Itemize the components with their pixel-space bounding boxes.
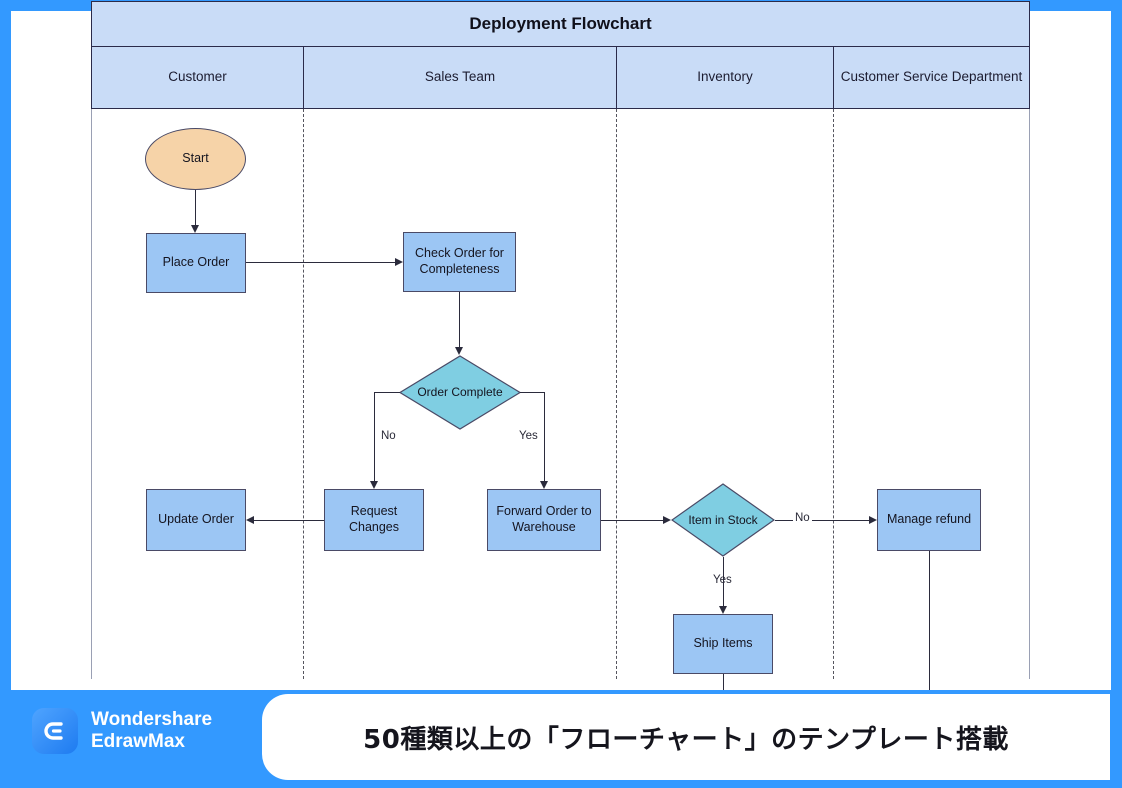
node-ship-items[interactable]: Ship Items (673, 614, 773, 674)
lane-header-customer-service[interactable]: Customer Service Department (840, 69, 1023, 85)
edge-check-order-to-order-complete (459, 292, 460, 347)
edge-order-complete-no-v (374, 392, 375, 481)
brand-lockup[interactable]: Wondershare EdrawMax (32, 708, 212, 754)
lane-divider-1 (303, 109, 304, 679)
node-order-complete-label: Order Complete (417, 385, 503, 399)
edge-label-order-complete-yes: Yes (519, 430, 538, 442)
arrowhead-right (395, 258, 403, 266)
decision-diamond-icon (399, 355, 521, 430)
brand-name: Wondershare EdrawMax (91, 709, 212, 753)
arrowhead-down (540, 481, 548, 489)
node-request-changes[interactable]: Request Changes (324, 489, 424, 551)
edge-forward-order-to-item-in-stock (601, 520, 663, 521)
edge-item-in-stock-yes (723, 557, 724, 606)
lane-header-inventory[interactable]: Inventory (617, 47, 834, 108)
edge-item-in-stock-no (775, 520, 869, 521)
edge-label-item-in-stock-yes: Yes (713, 574, 732, 586)
node-order-complete[interactable]: Order Complete (399, 355, 521, 430)
logo-glyph-icon (44, 722, 63, 740)
promo-banner: 50種類以上の「フローチャート」のテンプレート搭載 (0, 690, 1122, 788)
decision-diamond-icon (671, 483, 775, 557)
edge-start-to-place-order (195, 190, 196, 225)
node-start[interactable]: Start (145, 128, 246, 190)
promo-banner-panel: 50種類以上の「フローチャート」のテンプレート搭載 (262, 694, 1110, 780)
edge-manage-refund-tail (929, 551, 930, 690)
edge-order-complete-yes-v (544, 392, 545, 481)
lane-divider-2 (616, 109, 617, 679)
promo-banner-text: 50種類以上の「フローチャート」のテンプレート搭載 (363, 724, 1009, 755)
node-check-order[interactable]: Check Order for Completeness (403, 232, 516, 292)
edge-order-complete-yes-h (520, 392, 545, 393)
lane-divider-3 (833, 109, 834, 679)
lane-header-row: Customer Sales Team Inventory Customer S… (91, 47, 1030, 109)
diagram-title: Deployment Flowchart (91, 1, 1030, 47)
lane-header-customer[interactable]: Customer (92, 47, 304, 108)
edrawmax-logo-icon (32, 708, 78, 754)
node-place-order[interactable]: Place Order (146, 233, 246, 293)
diagram-canvas (11, 11, 1111, 690)
edge-order-complete-no-h (374, 392, 400, 393)
edge-place-order-to-check-order (246, 262, 395, 263)
arrowhead-down (191, 225, 199, 233)
lane-body (91, 109, 1030, 679)
node-item-in-stock[interactable]: Item in Stock (671, 483, 775, 557)
edge-label-item-in-stock-no: No (793, 512, 812, 524)
node-forward-order[interactable]: Forward Order to Warehouse (487, 489, 601, 551)
edge-label-order-complete-no: No (381, 430, 396, 442)
arrowhead-left (246, 516, 254, 524)
arrowhead-down (370, 481, 378, 489)
edge-request-changes-to-update-order (254, 520, 324, 521)
lane-header-sales-team[interactable]: Sales Team (304, 47, 617, 108)
brand-name-line2: EdrawMax (91, 731, 185, 752)
arrowhead-right (663, 516, 671, 524)
node-manage-refund[interactable]: Manage refund (877, 489, 981, 551)
arrowhead-down (719, 606, 727, 614)
arrowhead-right (869, 516, 877, 524)
swimlane-frame: Deployment Flowchart Customer Sales Team… (91, 1, 1030, 679)
arrowhead-down (455, 347, 463, 355)
brand-name-line1: Wondershare (91, 709, 213, 731)
node-update-order[interactable]: Update Order (146, 489, 246, 551)
edge-ship-items-tail (723, 674, 724, 690)
node-item-in-stock-label: Item in Stock (688, 512, 758, 527)
